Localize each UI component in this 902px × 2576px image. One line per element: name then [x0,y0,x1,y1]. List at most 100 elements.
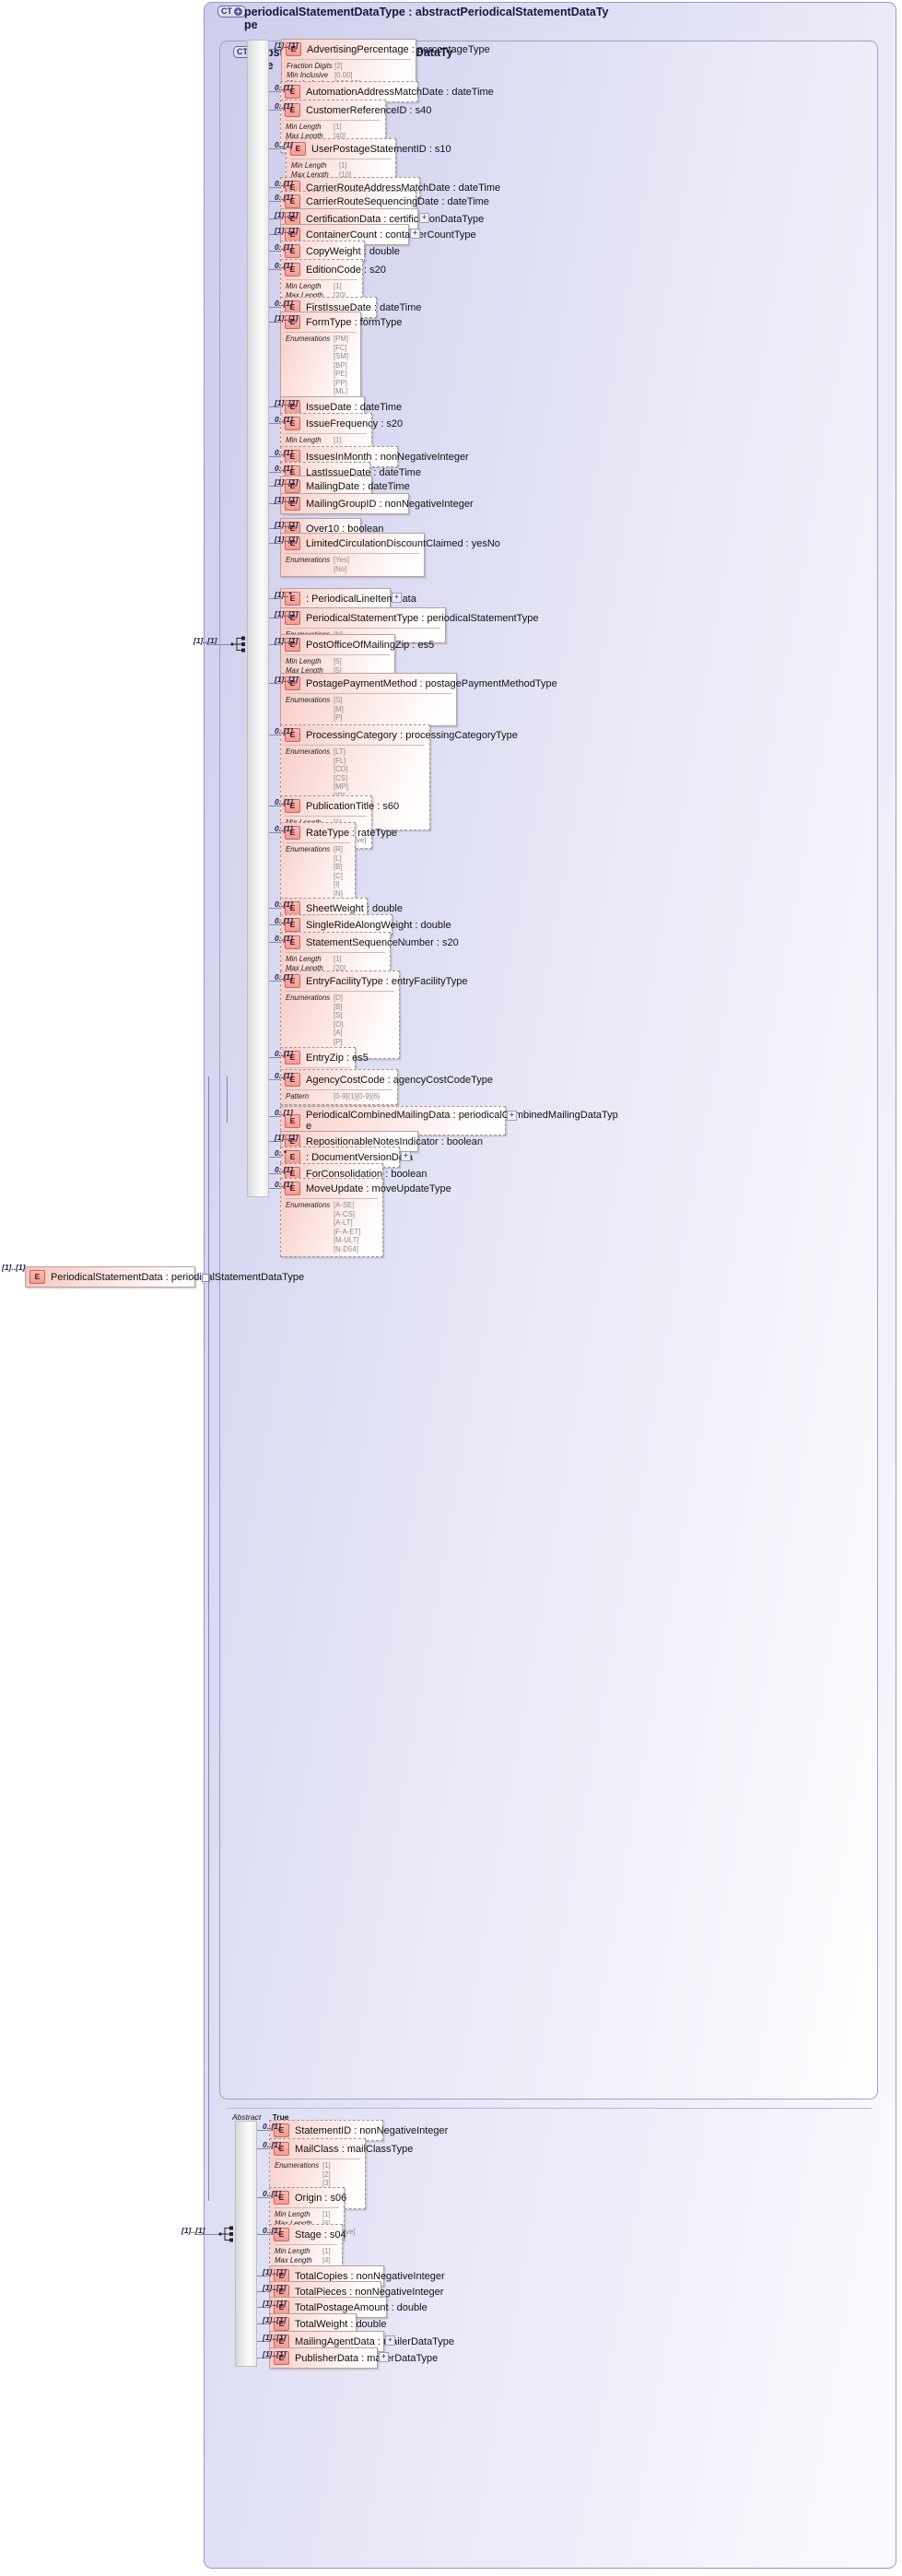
expand-toggle-icon[interactable]: + [507,1111,517,1121]
element-connector [257,2197,269,2198]
element-header: E UserPostageStatementID : s10 [287,139,451,159]
element-connector [269,49,281,50]
element-name: StatementID : nonNegativeInteger [295,2124,449,2136]
enumeration-row: Enumerations[Yes][No] [286,556,419,573]
element-name: PeriodicalStatementType : periodicalStat… [306,612,539,624]
inner-sequence-bar[interactable] [247,40,269,1197]
element-icon: E [285,450,300,464]
complextype-badge-outer[interactable]: CT+ [217,6,246,18]
facet-value: [2] [334,62,343,70]
element-name: LastIssueDate : dateTime [306,466,421,478]
element-connector [269,924,280,925]
expand-plus-icon[interactable]: + [234,7,242,17]
element-cardinality: [1]..[1] [275,210,299,219]
enumerations-label: Enumerations [286,335,331,343]
outer-sequence-cardinality: [1]..[1] [182,2226,205,2235]
facet-row: Max Length[20] [286,291,357,300]
element-icon: E [285,497,300,511]
facet-key: Max Length [286,963,323,972]
spine-line [208,1076,209,2201]
element-connector [269,423,280,424]
element-box[interactable]: E AutomationAddressMatchDate : dateTime [280,81,494,102]
facet-row: Max Length[40] [286,132,381,141]
element-icon: E [285,103,300,117]
element-cardinality: [1]..[1] [275,535,299,544]
facet-value: [0.00] [334,70,353,79]
element-cardinality: [1]..[1] [263,2315,287,2324]
element-connector [269,148,286,149]
outer-sequence-bar[interactable] [235,2121,257,2367]
element-icon: E [285,244,300,258]
element-icon: E [285,300,300,314]
element-cardinality: 0..[1] [275,193,293,202]
enumeration-value: [Yes] [334,556,350,564]
expand-toggle-icon[interactable]: + [401,1151,411,1161]
element-name: UserPostageStatementID : s10 [311,143,451,155]
element-box[interactable]: E SingleRideAlongWeight : double [280,914,451,935]
element-name: CarrierRouteAddressMatchDate : dateTime [306,182,501,194]
element-name: EntryZip : es5 [306,1052,369,1064]
element-cardinality: [1]..[1] [275,41,299,50]
element-box[interactable]: E : PeriodicalLineItemData [280,588,416,609]
element-cardinality: 0..[1] [275,797,293,806]
enumeration-value: [L] [334,853,342,863]
enumeration-value: [F-A-ET] [334,1227,361,1236]
element-header: E AutomationAddressMatchDate : dateTime [281,82,494,101]
facet-key: Max Length [291,170,329,179]
element-name: CopyWeight : double [306,245,400,257]
root-element-PeriodicalStatementData[interactable]: E PeriodicalStatementData : periodicalSt… [25,1266,304,1288]
element-name: RepositionableNotesIndicator : boolean [306,1135,484,1147]
element-icon: E [285,194,300,208]
element-name: EntryFacilityType : entryFacilityType [306,975,468,987]
element-connector [269,1173,280,1174]
element-cardinality: [1]..[1] [275,226,299,235]
expand-toggle-icon[interactable]: + [392,593,402,603]
enumeration-value: [M] [334,704,344,713]
expand-toggle-icon[interactable]: + [379,2352,389,2362]
element-cardinality: [1]..[1] [275,520,299,529]
element-icon: E [285,85,300,99]
facet-key: Min Length [286,436,322,444]
enumeration-value: [P] [334,1037,343,1046]
facet-value: [1] [334,955,342,963]
enumeration-value: [P] [334,713,343,722]
element-name: SingleRideAlongWeight : double [306,919,451,931]
element-cardinality: 0..[1] [275,1165,293,1174]
enumeration-value: [A-CS] [334,1209,355,1218]
element-icon: E [285,918,300,932]
enumeration-row: Enumerations[D][B][S][O][A][P][G] [286,994,394,1055]
element-name: AutomationAddressMatchDate : dateTime [306,86,494,98]
facet-row: Max Length[20] [286,964,385,973]
expand-toggle-icon[interactable]: + [385,2335,395,2346]
expand-toggle-icon[interactable]: + [419,213,429,223]
expand-toggle-icon[interactable]: + [410,229,420,239]
element-cardinality: 0..[1] [275,140,293,149]
element-name: IssueDate : dateTime [306,401,403,413]
element-icon: E [290,142,306,156]
element-cardinality: [1]..[1] [263,2299,287,2308]
element-name: Stage : s04 [295,2229,346,2241]
abstract-value: True [272,2112,289,2122]
element-name: MailingAgentData : mailerDataType [295,2335,455,2347]
facet-value: [5] [334,665,342,675]
root-connector-line [195,1277,205,1278]
